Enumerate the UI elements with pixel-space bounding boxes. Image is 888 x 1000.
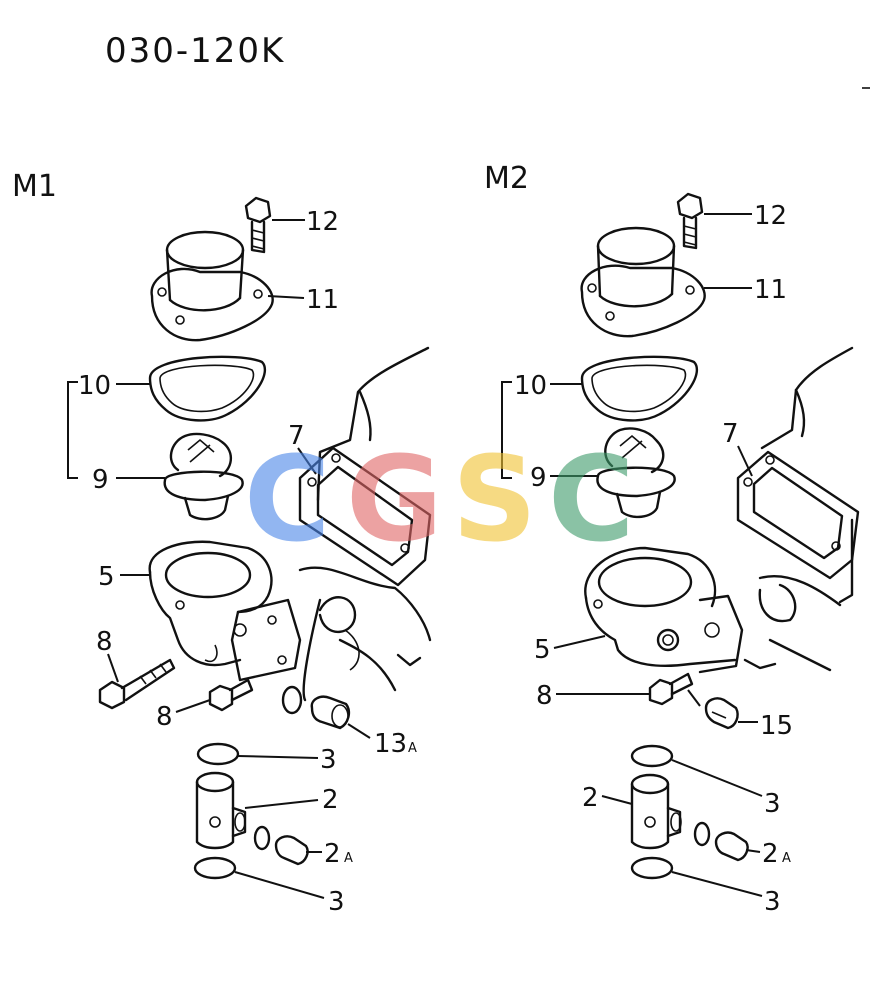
bracket-10-9-m2: [501, 381, 512, 479]
gasket-10-m2: [580, 355, 699, 422]
leader-lines-m1: [107, 219, 371, 899]
callout-10-m2: 10: [514, 371, 547, 401]
plug-2a-m1: [253, 825, 309, 866]
view-m1-title: M1: [12, 169, 57, 204]
callout-7-m1: 7: [288, 421, 305, 451]
bolt-8-short-m1: [208, 678, 254, 712]
callout-3-lower-m2: 3: [764, 887, 781, 917]
callout-3-upper-m2: 3: [764, 789, 781, 819]
bolt-8-m2: [648, 672, 694, 706]
view-m1: M1: [12, 169, 432, 917]
callout-2a-sub-m2: A: [782, 851, 791, 866]
callout-12-m2: 12: [754, 201, 787, 231]
watermark-letter-c1: C: [244, 430, 331, 568]
watermark-logo: C G S C: [244, 430, 635, 568]
housing-cover-11-m2: [580, 226, 706, 338]
o-ring-3-lower-m1: [193, 856, 237, 880]
callout-9-m1: 9: [92, 465, 109, 495]
plug-13a-m1: [281, 685, 351, 730]
callout-5-m2: 5: [534, 635, 551, 665]
callout-12-m1: 12: [306, 207, 339, 237]
callout-3-lower-m1: 3: [328, 887, 345, 917]
callout-13a-m1: 13: [374, 729, 407, 759]
bolt-8-long-m1: [98, 658, 176, 710]
watermark-letter-g: G: [346, 430, 443, 568]
tee-fitting-2-m1: [195, 771, 247, 850]
callout-2-m1: 2: [322, 785, 339, 815]
callout-13a-sub-m1: A: [408, 741, 417, 756]
thermostat-housing-5-m1: [148, 540, 302, 682]
bracket-10-9-m1: [67, 381, 78, 479]
callout-2a-sub-m1: A: [344, 851, 353, 866]
o-ring-3-upper-m2: [630, 744, 674, 768]
callout-11-m1: 11: [306, 285, 339, 315]
gasket-10-m1: [148, 355, 267, 422]
cover-plate-7-m1: [298, 446, 432, 587]
thermostat-housing-5-m2: [584, 546, 744, 674]
callout-9-m2: 9: [530, 463, 547, 493]
diagram-code: 030-120K: [105, 31, 285, 71]
tee-fitting-2-m2: [630, 773, 682, 850]
housing-cover-11-m1: [150, 230, 274, 342]
thermostat-9-m1: [163, 432, 244, 521]
engine-block-m2: [743, 346, 854, 672]
callout-8-m2: 8: [536, 681, 553, 711]
plug-2a-m2: [693, 821, 749, 862]
o-ring-3-upper-m1: [196, 742, 240, 766]
cover-plate-7-m2: [736, 450, 860, 580]
callout-5-m1: 5: [98, 562, 115, 592]
thermostat-9-m2: [596, 427, 676, 519]
callout-3-upper-m1: 3: [320, 745, 337, 775]
callout-8-short-m1: 8: [156, 702, 173, 732]
watermark-letter-s: S: [452, 430, 537, 568]
leader-lines-m2: [550, 213, 763, 897]
callout-2a-m2: 2: [762, 839, 779, 869]
o-ring-3-lower-m2: [630, 856, 674, 880]
callout-11-m2: 11: [754, 275, 787, 305]
callout-10-m1: 10: [78, 371, 111, 401]
view-m2: M2: [484, 161, 860, 917]
callout-7-m2: 7: [722, 419, 739, 449]
callout-8-long-m1: 8: [96, 627, 113, 657]
callout-2a-m1: 2: [324, 839, 341, 869]
watermark-letter-c2: C: [548, 430, 635, 568]
bolt-12-m2: [676, 192, 704, 250]
plug-15-m2: [704, 697, 739, 730]
view-m2-title: M2: [484, 161, 529, 196]
callout-2-m2: 2: [582, 783, 599, 813]
bolt-12-m1: [244, 196, 272, 254]
engine-block-m1: [298, 346, 432, 702]
callout-15-m2: 15: [760, 711, 793, 741]
